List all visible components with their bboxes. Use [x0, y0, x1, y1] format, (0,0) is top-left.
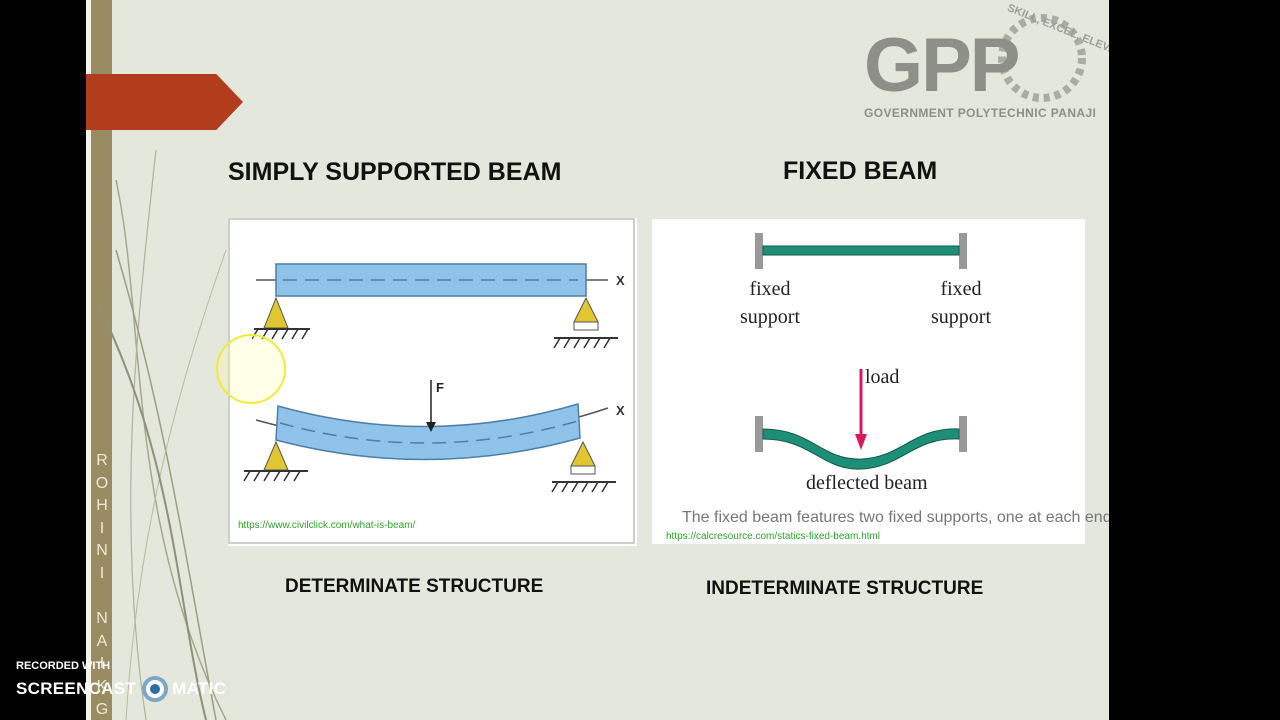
name-letter: R: [96, 452, 108, 469]
force-label: F: [436, 380, 444, 395]
fixed-beam-svg: [755, 233, 967, 470]
source-link-left[interactable]: https://www.civilclick.com/what-is-beam/: [238, 520, 416, 531]
name-letter: G: [95, 700, 109, 718]
slide: R O H I N I N A I K G R GPP SKILL, EXCEL…: [86, 0, 1109, 720]
support-label: fixed: [940, 278, 982, 300]
support-label: support: [740, 306, 800, 328]
fixed-beam-description: The fixed beam features two fixed suppor…: [682, 509, 1109, 526]
screencast-watermark: RECORDED WITH SCREENCAST MATIC: [16, 660, 226, 702]
fixed-beam-diagram: fixed support fixed support load deflect…: [652, 219, 1109, 544]
name-letter: I: [99, 519, 105, 537]
support-label: fixed: [749, 278, 791, 300]
determinate-caption: DETERMINATE STRUCTURE: [285, 576, 544, 597]
fixed-support-left: fixed support: [740, 275, 800, 331]
logo-subtitle: GOVERNMENT POLYTECHNIC PANAJI: [864, 106, 1097, 120]
vertical-author-name: R O H I N I N A I K G R: [93, 450, 111, 720]
name-letter: N: [96, 610, 108, 628]
logo-main: GPP: [864, 23, 1020, 108]
name-letter: A: [96, 632, 108, 650]
name-letter-gap: [93, 586, 111, 609]
watermark-top: RECORDED WITH: [16, 660, 111, 672]
gpp-logo: GPP SKILL, EXCEL, ELEVATE GOVERNMENT POL…: [862, 0, 1109, 124]
olive-side-bar: [91, 0, 112, 720]
simply-supported-diagram: X F X https://www.c: [228, 218, 637, 546]
fixed-support-right: fixed support: [931, 275, 991, 331]
fixed-beam-title: FIXED BEAM: [783, 157, 938, 185]
name-letter: K: [96, 677, 108, 695]
name-letter: O: [95, 474, 109, 492]
support-label: support: [931, 306, 991, 328]
load-label: load: [865, 366, 900, 388]
deflected-beam-label: deflected beam: [806, 472, 928, 494]
decorative-curves: [95, 149, 227, 720]
screencast-logo-icon: [142, 676, 169, 702]
axis-label-bottom: X: [616, 403, 625, 418]
simply-supported-title: SIMPLY SUPPORTED BEAM: [228, 158, 562, 186]
name-letter: H: [96, 497, 108, 515]
name-letter: I: [99, 655, 105, 673]
axis-label-top: X: [616, 273, 625, 288]
name-letter: N: [96, 542, 108, 560]
watermark-left: SCREENCAST: [16, 679, 137, 698]
watermark-right: MATIC: [172, 679, 227, 698]
name-letter: I: [99, 564, 105, 582]
source-link-right[interactable]: https://calcresource.com/statics-fixed-b…: [666, 531, 880, 542]
section-arrow: [86, 74, 243, 130]
gear-icon: [998, 14, 1086, 102]
cursor-highlight-icon: [216, 334, 286, 404]
slide-edge-strip: [86, 0, 91, 720]
indeterminate-caption: INDETERMINATE STRUCTURE: [706, 578, 984, 599]
beam-diagram: X F X: [228, 218, 635, 544]
